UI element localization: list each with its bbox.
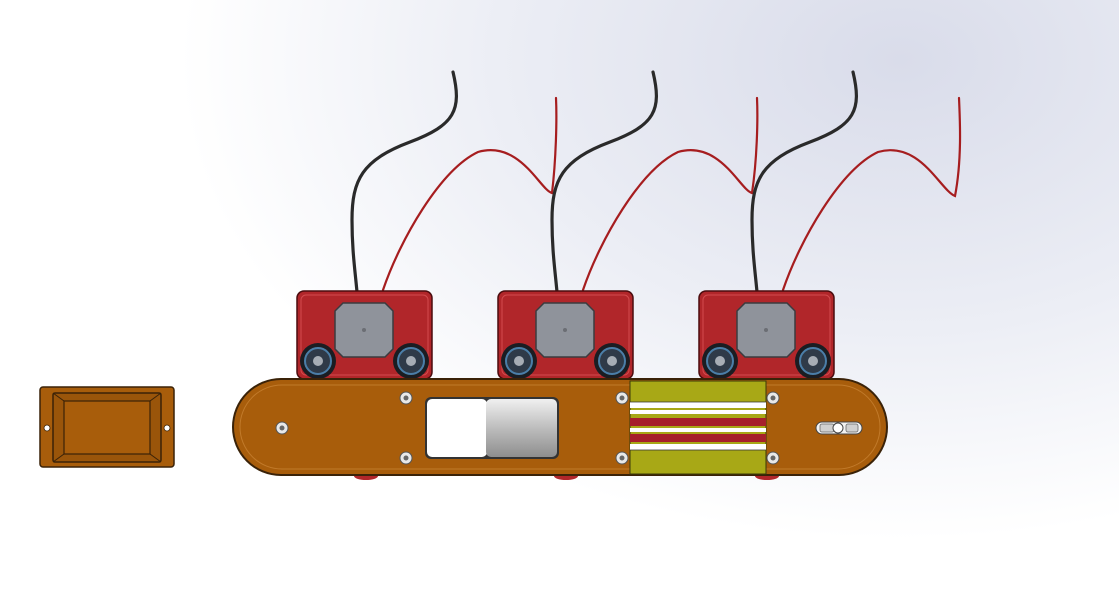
black-wire-3: [750, 70, 858, 294]
red-wire-2: [581, 96, 759, 292]
red-wire-1: [381, 96, 558, 292]
wheel-icon: [795, 343, 831, 379]
module-3[interactable]: [698, 290, 835, 380]
wheel-icon: [501, 343, 537, 379]
battery-icon: [425, 397, 559, 459]
wheel-icon: [300, 343, 336, 379]
wheel-icon: [594, 343, 630, 379]
module-2[interactable]: [497, 290, 634, 380]
switch-plate[interactable]: [39, 386, 175, 468]
screw-icon: [766, 391, 780, 405]
black-wire-1: [350, 70, 458, 294]
black-wire-2: [550, 70, 658, 294]
mount-hole-icon: [43, 424, 51, 432]
screw-icon: [615, 451, 629, 465]
red-wire-3: [781, 96, 962, 292]
mount-hole-icon: [163, 424, 171, 432]
wheel-icon: [393, 343, 429, 379]
slide-switch-icon[interactable]: [815, 421, 863, 435]
screw-icon: [275, 421, 289, 435]
wheel-icon: [702, 343, 738, 379]
screw-icon: [399, 451, 413, 465]
module-1[interactable]: [296, 290, 433, 380]
screw-icon: [766, 451, 780, 465]
base-plate[interactable]: [232, 378, 888, 476]
connector-strip-icon: [629, 380, 767, 475]
wire-group: [350, 70, 962, 294]
screw-icon: [615, 391, 629, 405]
screw-icon: [399, 391, 413, 405]
